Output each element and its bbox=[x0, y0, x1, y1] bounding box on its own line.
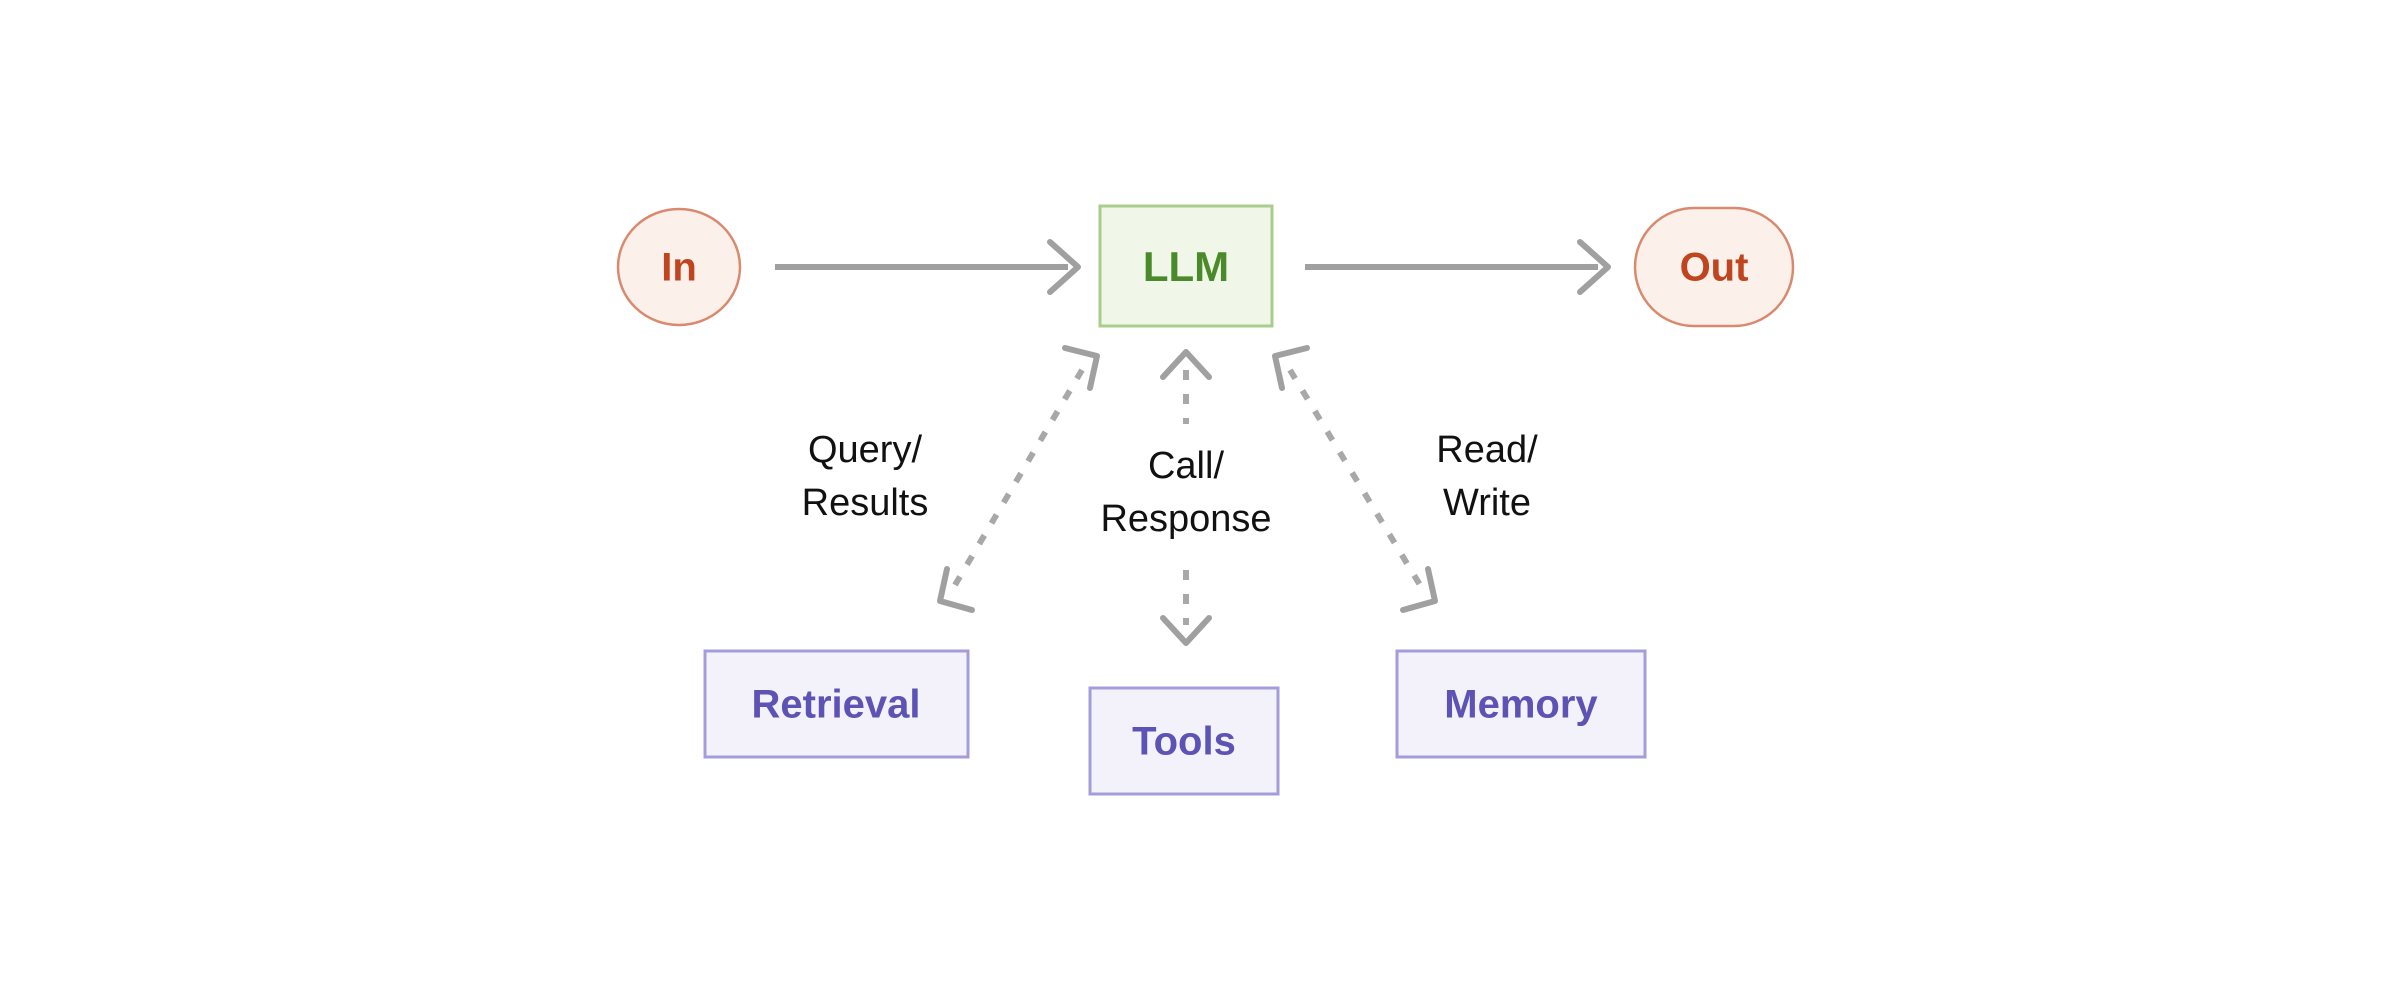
node-llm-shape bbox=[1098, 204, 1274, 328]
edge-label-read-write: Read/ Write bbox=[1436, 429, 1538, 524]
node-output[interactable]: Out bbox=[1633, 206, 1795, 328]
node-output-shape bbox=[1633, 206, 1795, 328]
node-input-shape bbox=[616, 207, 742, 327]
edge-label-read-write-line2: Write bbox=[1443, 482, 1531, 524]
node-memory-label: Memory bbox=[1444, 683, 1598, 727]
edge-label-query-results-line1: Query/ bbox=[808, 429, 922, 471]
node-output-label: Out bbox=[1680, 246, 1749, 290]
node-memory-shape bbox=[1395, 649, 1647, 759]
edge-llm-retrieval bbox=[937, 345, 1100, 613]
node-input-label: In bbox=[661, 246, 697, 290]
node-tools[interactable]: Tools bbox=[1088, 686, 1280, 796]
node-llm[interactable]: LLM bbox=[1098, 204, 1274, 328]
edge-llm-tools bbox=[1160, 349, 1212, 646]
node-tools-label: Tools bbox=[1132, 720, 1236, 764]
edge-label-call-response: Call/ Response bbox=[1100, 445, 1271, 540]
edge-label-query-results-line2: Results bbox=[802, 482, 929, 524]
node-retrieval-shape bbox=[703, 649, 970, 759]
edge-llm-memory bbox=[1272, 345, 1438, 613]
node-memory[interactable]: Memory bbox=[1395, 649, 1647, 759]
node-retrieval[interactable]: Retrieval bbox=[703, 649, 970, 759]
edge-label-call-response-line1: Call/ bbox=[1148, 445, 1224, 487]
node-llm-label: LLM bbox=[1143, 243, 1229, 290]
edge-in-to-llm bbox=[775, 239, 1081, 295]
edge-label-read-write-line1: Read/ bbox=[1436, 429, 1538, 471]
edge-label-query-results: Query/ Results bbox=[802, 429, 929, 524]
node-tools-shape bbox=[1088, 686, 1280, 796]
edge-label-call-response-line2: Response bbox=[1100, 498, 1271, 540]
node-input[interactable]: In bbox=[616, 207, 742, 327]
edge-llm-to-out bbox=[1305, 239, 1611, 295]
node-retrieval-label: Retrieval bbox=[752, 683, 921, 727]
